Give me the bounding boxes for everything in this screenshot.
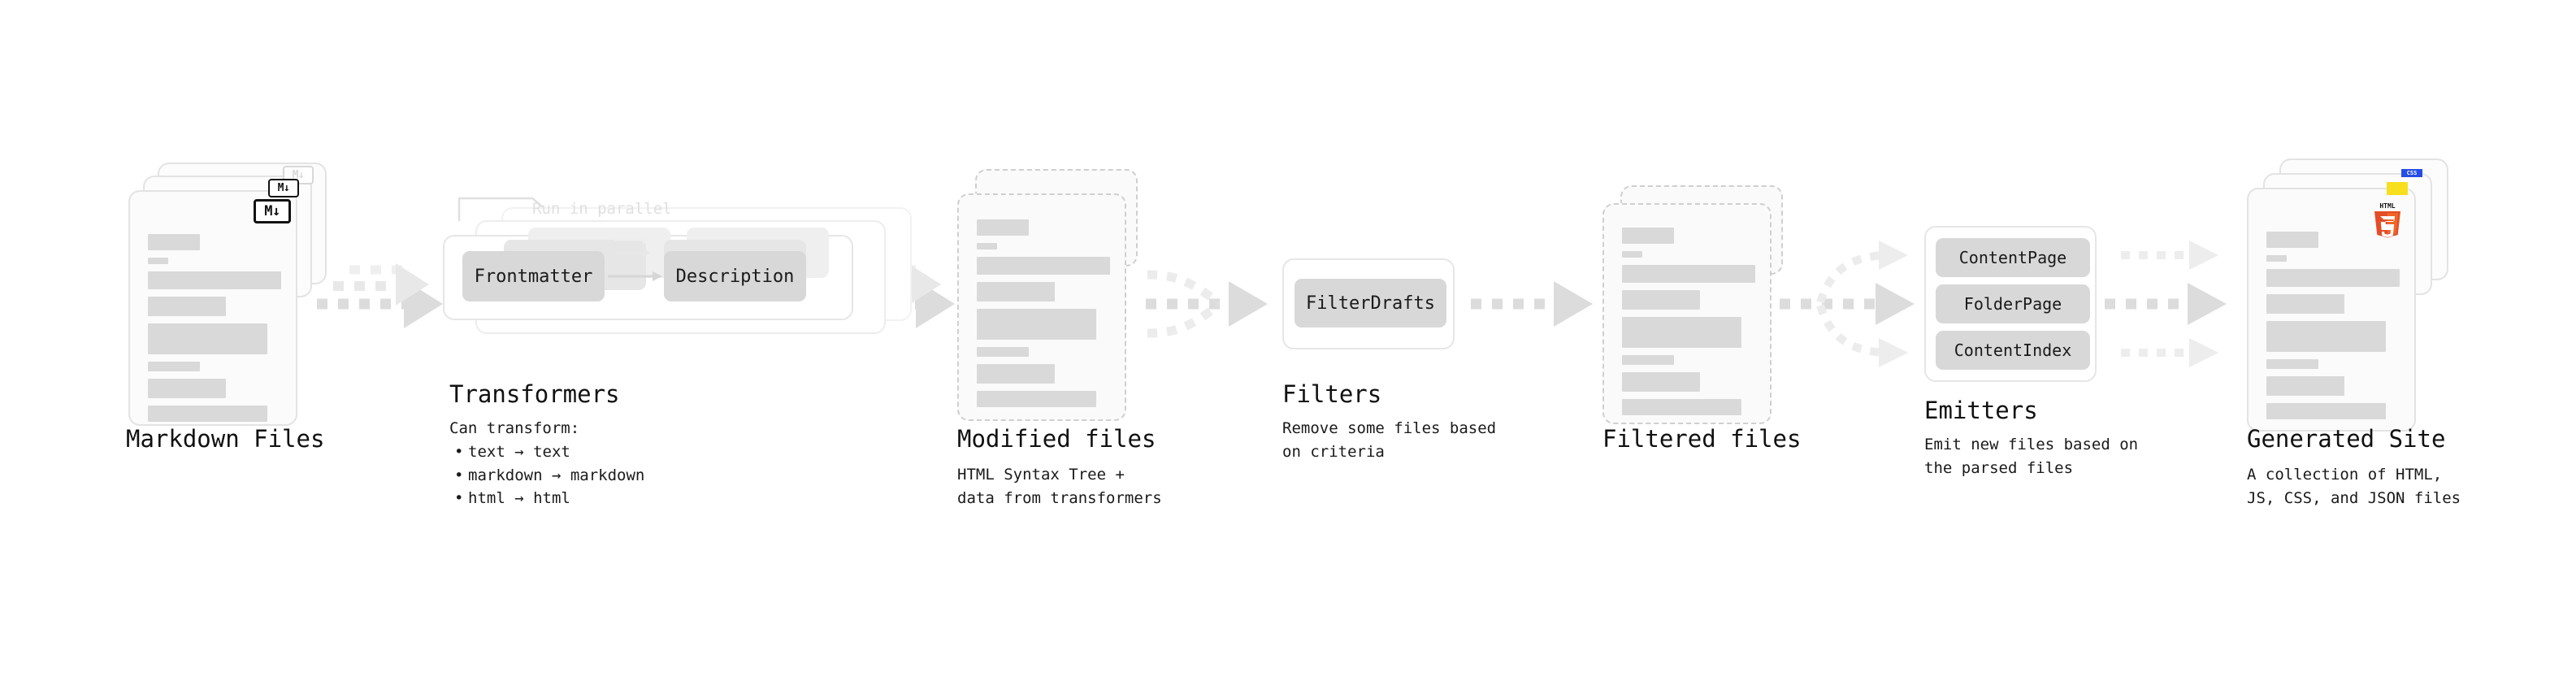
filter-pill-filterdrafts[interactable]: FilterDrafts	[1295, 279, 1446, 327]
css-badge: CSS	[2401, 169, 2422, 177]
skeleton-bar	[2266, 255, 2287, 262]
markdown-files-title: Markdown Files	[126, 425, 325, 453]
modified-files-subtitle: HTML Syntax Tree + data from transformer…	[957, 466, 1162, 507]
skeleton-bar	[2266, 232, 2318, 248]
filtered-skeleton	[1622, 228, 1755, 423]
transformers-bullets: text → text markdown → markdown html → h…	[449, 440, 644, 510]
modified-files-title: Modified files	[957, 425, 1156, 453]
skeleton-bar	[977, 282, 1055, 301]
arrow-markdown-to-transformers	[317, 263, 443, 328]
arrow-emitters-to-site	[2105, 241, 2227, 367]
transformer-pill-frontmatter[interactable]: Frontmatter	[462, 251, 605, 301]
filters-title: Filters	[1282, 380, 1382, 408]
skeleton-bar	[977, 309, 1096, 340]
arrow-modified-to-filters	[1146, 270, 1268, 338]
modified-skeleton	[977, 219, 1110, 414]
markdown-card-front	[128, 190, 297, 426]
transformer-inner-arrows	[608, 236, 662, 281]
transformers-bullet-html: html → html	[449, 487, 644, 510]
skeleton-bar	[977, 364, 1055, 384]
transformers-title: Transformers	[449, 380, 620, 408]
generated-site-title: Generated Site	[2247, 425, 2446, 453]
skeleton-bar	[2266, 321, 2386, 352]
transformers-subhead: Can transform:	[449, 419, 580, 437]
skeleton-bar	[977, 219, 1029, 236]
filters-subtitle: Remove some files based on criteria	[1282, 419, 1497, 461]
skeleton-bar	[2266, 294, 2344, 314]
emitter-pill-folderpage[interactable]: FolderPage	[1936, 284, 2090, 323]
emitter-pill-contentpage[interactable]: ContentPage	[1936, 238, 2090, 277]
skeleton-bar	[977, 347, 1029, 357]
run-in-parallel-annotation: Run in parallel	[532, 200, 672, 218]
skeleton-bar	[1622, 399, 1741, 415]
skeleton-bar	[1622, 251, 1642, 258]
skeleton-bar	[1622, 228, 1674, 244]
markdown-skeleton	[148, 234, 281, 429]
emitters-subtitle: Emit new files based on the parsed files	[1924, 436, 2139, 477]
arrow-filtered-to-emitters	[1780, 241, 1915, 367]
skeleton-bar	[148, 406, 267, 422]
skeleton-bar	[977, 257, 1110, 275]
arrow-filters-to-filtered	[1471, 281, 1593, 327]
skeleton-bar	[2266, 403, 2386, 419]
skeleton-bar	[2266, 359, 2318, 369]
skeleton-bar	[977, 391, 1096, 407]
skeleton-bar	[148, 271, 281, 289]
skeleton-bar	[977, 243, 997, 249]
transformer-pill-description[interactable]: Description	[664, 251, 806, 301]
skeleton-bar	[1622, 290, 1700, 310]
skeleton-bar	[148, 323, 267, 354]
skeleton-bar	[1622, 317, 1741, 348]
skeleton-bar	[1622, 372, 1700, 392]
filtered-files-title: Filtered files	[1602, 425, 1802, 453]
js-badge	[2387, 182, 2408, 195]
skeleton-bar	[2266, 269, 2400, 287]
skeleton-bar	[148, 234, 200, 250]
svg-text:HTML: HTML	[2379, 202, 2395, 210]
skeleton-bar	[148, 297, 226, 316]
modified-card-front	[957, 193, 1126, 421]
markdown-badge-middle: M↓	[268, 179, 299, 197]
emitter-pill-contentindex[interactable]: ContentIndex	[1936, 331, 2090, 370]
markdown-badge-front: M↓	[254, 199, 291, 223]
skeleton-bar	[148, 362, 200, 371]
transformers-bullet-markdown: markdown → markdown	[449, 464, 644, 488]
skeleton-bar	[1622, 265, 1755, 283]
site-skeleton	[2266, 232, 2400, 427]
generated-site-subtitle: A collection of HTML, JS, CSS, and JSON …	[2247, 466, 2461, 507]
emitters-title: Emitters	[1924, 397, 2038, 424]
skeleton-bar	[148, 258, 168, 264]
transformers-bullet-text: text → text	[449, 440, 644, 464]
skeleton-bar	[148, 379, 226, 398]
html5-badge: HTML	[2374, 202, 2400, 238]
skeleton-bar	[2266, 376, 2344, 396]
filtered-card-front	[1602, 203, 1772, 424]
skeleton-bar	[1622, 355, 1674, 365]
